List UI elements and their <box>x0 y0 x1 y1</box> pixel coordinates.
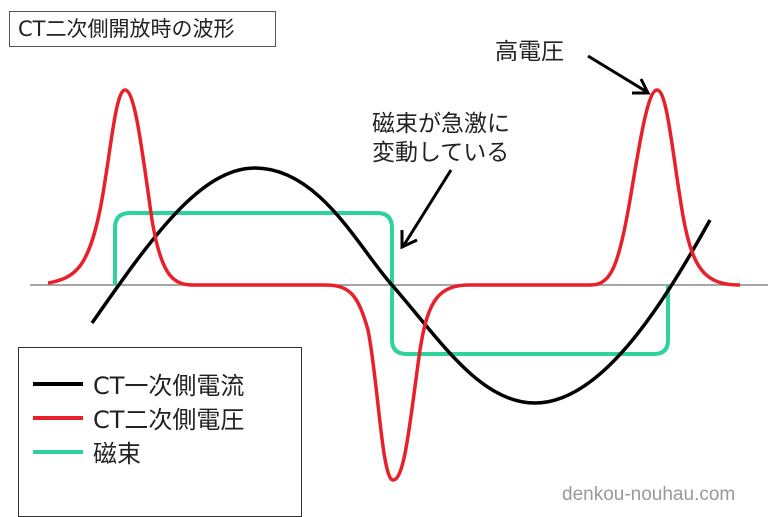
annotation-flux-change-line2: 変動している <box>372 140 510 166</box>
legend-item-primary-current: CT一次側電流 <box>33 366 244 401</box>
arrow-flux-change <box>400 169 453 250</box>
arrow-high-voltage <box>587 54 651 95</box>
legend-label: 磁束 <box>93 440 141 468</box>
legend: CT一次側電流 CT二次側電圧 磁束 <box>18 347 302 517</box>
legend-item-secondary-voltage: CT二次側電圧 <box>33 400 244 435</box>
chart-title: CT二次側開放時の波形 <box>9 11 276 47</box>
annotation-high-voltage: 高電圧 <box>495 39 564 65</box>
legend-label: CT二次側電圧 <box>93 406 245 434</box>
legend-swatch-green <box>33 449 83 454</box>
annotation-flux-change-line1: 磁束が急激に <box>372 111 510 137</box>
legend-swatch-red <box>33 415 83 420</box>
legend-swatch-black <box>33 381 83 386</box>
watermark: denkou-nouhau.com <box>562 484 736 505</box>
legend-label: CT一次側電流 <box>93 372 245 400</box>
primary-current-wave <box>90 166 712 405</box>
secondary-voltage-wave <box>47 88 741 482</box>
legend-item-flux: 磁束 <box>33 434 141 469</box>
